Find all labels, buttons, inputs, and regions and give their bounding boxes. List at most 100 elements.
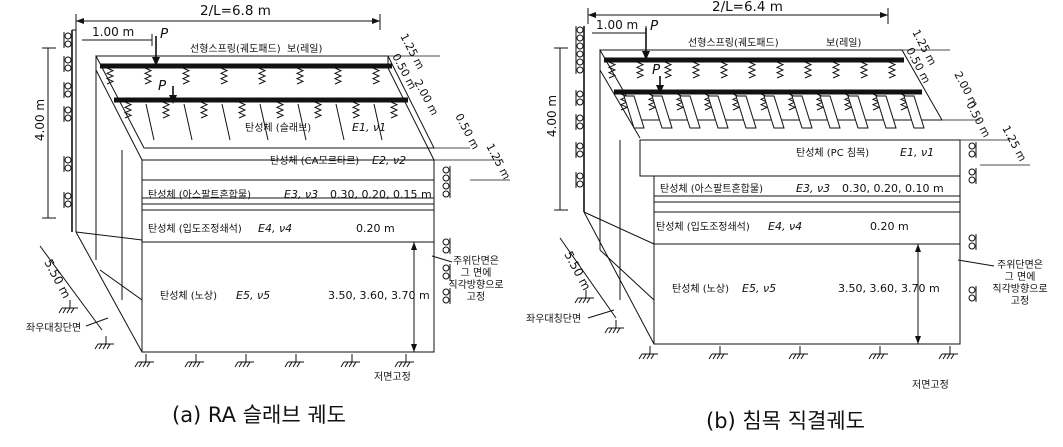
svg-text:0.50 m: 0.50 m (963, 99, 993, 139)
dim-top-left-label-b: 1.00 m (596, 18, 638, 32)
pc-sleepers-b (623, 95, 925, 129)
load-arrow-2-a: P (158, 78, 177, 104)
layer-4-thickness-b: 3.50, 3.60, 3.70 m (838, 282, 940, 295)
fixed-support-icon (788, 346, 808, 360)
roller-supports-left-a (63, 32, 72, 208)
fixed-support-icon (94, 336, 114, 350)
spring-icon (747, 61, 757, 79)
total-length-label-b: 2/L=6.4 m (712, 0, 783, 15)
fixed-support-icon (638, 346, 658, 360)
spring-icon (831, 61, 841, 79)
fixed-support-icon (340, 354, 360, 368)
caption-b: (b) 침목 직결궤도 (706, 409, 865, 433)
spring-icon (219, 67, 229, 85)
pc-sleeper (623, 95, 645, 129)
spring-icon (371, 67, 381, 85)
fixed-support-icon (284, 354, 304, 368)
spring-icon (105, 67, 115, 85)
spring-icon (691, 61, 701, 79)
roller-support-icon (442, 166, 451, 182)
roller-support-icon (63, 192, 72, 208)
layer-5-name-a: 탄성체 (노상) (160, 290, 217, 302)
slab-division-line (297, 103, 307, 141)
spring-icon (295, 67, 305, 85)
load-label-2-b: P (652, 62, 661, 78)
roller-support-icon (968, 286, 977, 302)
load-label-1-a: P (160, 26, 169, 42)
svg-text:주위단면은: 주위단면은 (453, 254, 499, 267)
svg-text:1.25 m: 1.25 m (999, 123, 1029, 163)
fixed-support-icon (134, 354, 154, 368)
slab-division-line (259, 103, 269, 141)
roller-support-icon (575, 114, 584, 130)
pc-sleeper (875, 95, 897, 129)
spring-icon (389, 101, 399, 119)
roller-support-icon (575, 90, 584, 106)
rail-label-a: 보(레일) (287, 43, 323, 55)
slab-division-line (221, 103, 231, 141)
figure-b: 2/L=6.4 m 1.00 m 4.00 m P P (526, 0, 1048, 433)
pc-sleeper (651, 95, 673, 129)
spring-pads-a (105, 67, 399, 119)
layer-2-name-b: 탄성체 (아스팔트혼합물) (660, 182, 763, 195)
layer-4-name-a: 탄성체 (입도조정쇄석) (148, 222, 242, 235)
spring-icon (199, 101, 209, 119)
load-label-2-a: P (158, 78, 167, 94)
spring-icon (257, 67, 267, 85)
layer-1-props-b: E1, ν1 (900, 146, 934, 159)
bottom-fixed-label-b: 저면고정 (912, 379, 949, 391)
roller-support-icon (63, 82, 72, 98)
layer-2-thickness-b: 0.30, 0.20, 0.10 m (842, 182, 944, 195)
spring-label-a: 선형스프링(궤도패드) (190, 43, 281, 55)
roller-supports-right-b (968, 142, 977, 302)
pc-sleeper (763, 95, 785, 129)
slab-division-line (183, 103, 193, 141)
pc-sleeper (707, 95, 729, 129)
side-note-b: 주위단면은 그 면에 직각방향으로 고정 (957, 258, 1048, 307)
symmetry-label-a: 좌우대칭단면 (26, 322, 81, 334)
slab-divisions-a (145, 103, 383, 141)
dim-top-left-a: 1.00 m (82, 25, 153, 46)
spring-icon (275, 101, 285, 119)
spring-icon (663, 61, 673, 79)
fixed-supports-a (58, 300, 414, 368)
spring-icon (803, 61, 813, 79)
layer-1-name-b: 탄성체 (PC 침목) (796, 147, 869, 159)
roller-support-icon (63, 32, 72, 48)
layer-4-name-b: 탄성체 (노상) (672, 283, 729, 295)
svg-text:1.25 m: 1.25 m (483, 141, 513, 181)
fixed-support-icon (708, 346, 728, 360)
spring-icon (123, 101, 133, 119)
fixed-support-icon (938, 346, 958, 360)
layer-3-props-a: E3, ν3 (284, 188, 318, 201)
svg-text:그 면에: 그 면에 (461, 267, 492, 279)
roller-support-icon (63, 106, 72, 122)
pc-sleeper (735, 95, 757, 129)
svg-text:0.50 m: 0.50 m (452, 111, 482, 151)
dim-total-length-a: 2/L=6.8 m (75, 3, 381, 30)
svg-text:고정: 고정 (1011, 295, 1029, 307)
roller-support-icon (575, 172, 584, 188)
roller-support-icon (442, 182, 451, 198)
layer-3-name-a: 탄성체 (아스팔트혼합물) (148, 188, 251, 201)
figure-a: 2/L=6.8 m 1.00 m 4.00 m (26, 3, 513, 427)
roller-support-icon (968, 142, 977, 158)
load-arrow-2-b: P (652, 62, 664, 94)
layer-3-thickness-b: 0.20 m (870, 220, 909, 233)
caption-a: (a) RA 슬래브 궤도 (172, 403, 346, 427)
spring-icon (181, 67, 191, 85)
spring-icon (775, 61, 785, 79)
slab-division-line (335, 103, 345, 141)
layer-3-props-b: E4, ν4 (768, 220, 802, 233)
dim-height-a: 4.00 m (33, 47, 56, 219)
roller-support-icon (442, 264, 451, 280)
fixed-support-icon (574, 290, 594, 304)
roller-support-icon (442, 238, 451, 254)
layer-block-b (583, 70, 961, 345)
spring-icon (161, 101, 171, 119)
fixed-support-icon (868, 346, 888, 360)
roller-support-icon (575, 26, 584, 42)
fixed-support-icon (58, 300, 78, 314)
height-label-a: 4.00 m (33, 99, 47, 141)
